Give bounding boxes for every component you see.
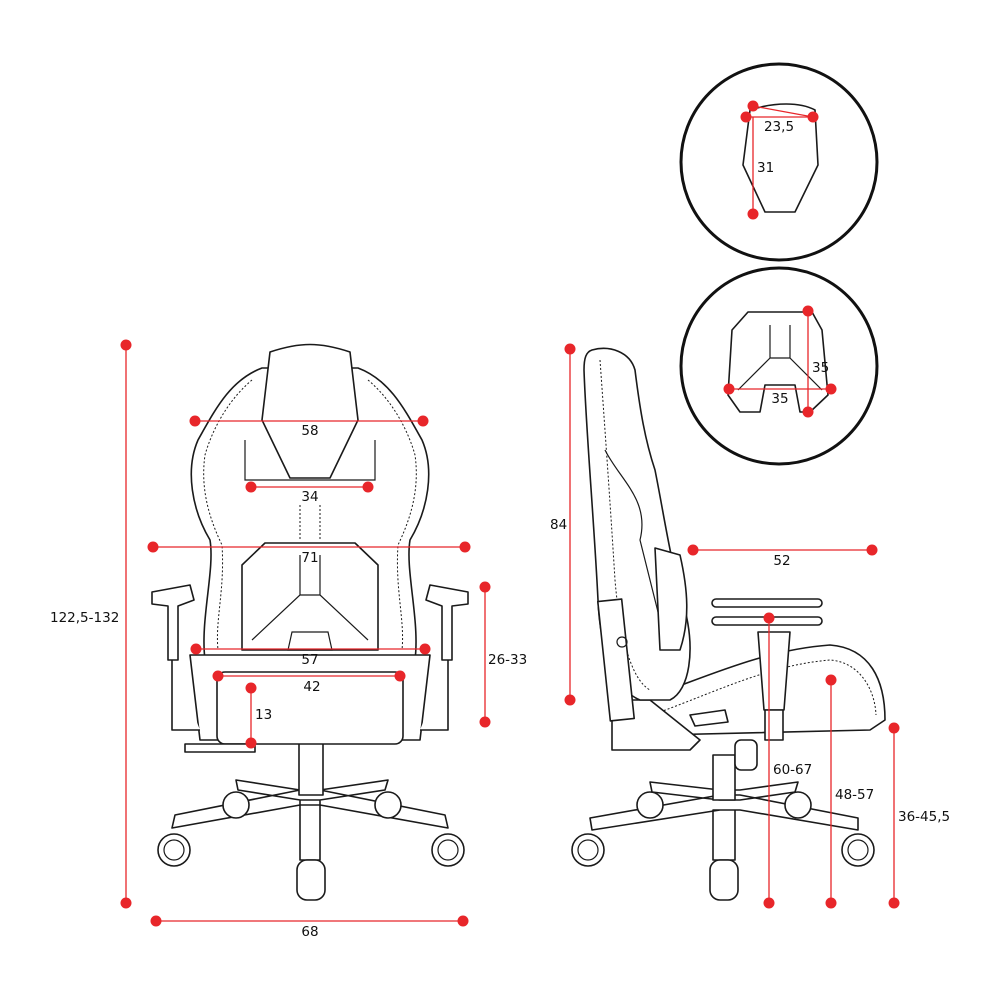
front-armrest-left <box>151 584 200 731</box>
base-width-label: 68 <box>301 924 318 940</box>
side-chair-drawing <box>571 347 886 901</box>
front-chair-drawing <box>151 343 469 901</box>
side-armrest-pad-upper <box>711 598 823 608</box>
seat-front-height-label: 36-45,5 <box>898 809 950 825</box>
side-lumbar-pillow <box>654 547 688 651</box>
seat-depth-label: 52 <box>773 553 790 569</box>
seat-width-label: 42 <box>303 679 320 695</box>
front-headrest <box>261 343 359 479</box>
total-height-label: 122,5-132 <box>50 610 119 626</box>
shoulder-width-label: 71 <box>301 550 318 566</box>
side-armrest-post <box>757 631 791 711</box>
lumbar-detail-height-label: 35 <box>812 360 829 376</box>
front-armrest-right <box>420 584 469 731</box>
lumbar-detail-circle <box>679 266 879 466</box>
front-lumbar-pillow <box>241 542 379 651</box>
backrest-upper-width-label: 34 <box>301 489 318 505</box>
backrest-height-label: 84 <box>550 517 567 533</box>
seat-rear-height-label: 48-57 <box>835 787 874 803</box>
seat-depth-offset-label: 13 <box>255 707 272 723</box>
side-wheels <box>571 791 875 901</box>
dimension-labels: 58 34 71 57 42 13 26-33 122,5-132 68 23,… <box>50 119 950 940</box>
side-gas-lift <box>712 754 736 801</box>
headrest-detail-height-label: 31 <box>757 160 774 176</box>
lumbar-detail-width-label: 35 <box>771 391 788 407</box>
armrest-height-label: 26-33 <box>488 652 527 668</box>
dimension-lines <box>120 100 900 927</box>
headrest-detail-circle <box>679 62 879 262</box>
backrest-lower-width-label: 57 <box>301 652 318 668</box>
armrest-floor-height-label: 60-67 <box>773 762 812 778</box>
headrest-width-label: 58 <box>301 423 318 439</box>
front-wheels <box>157 791 465 901</box>
headrest-detail-width-label: 23,5 <box>764 119 794 135</box>
